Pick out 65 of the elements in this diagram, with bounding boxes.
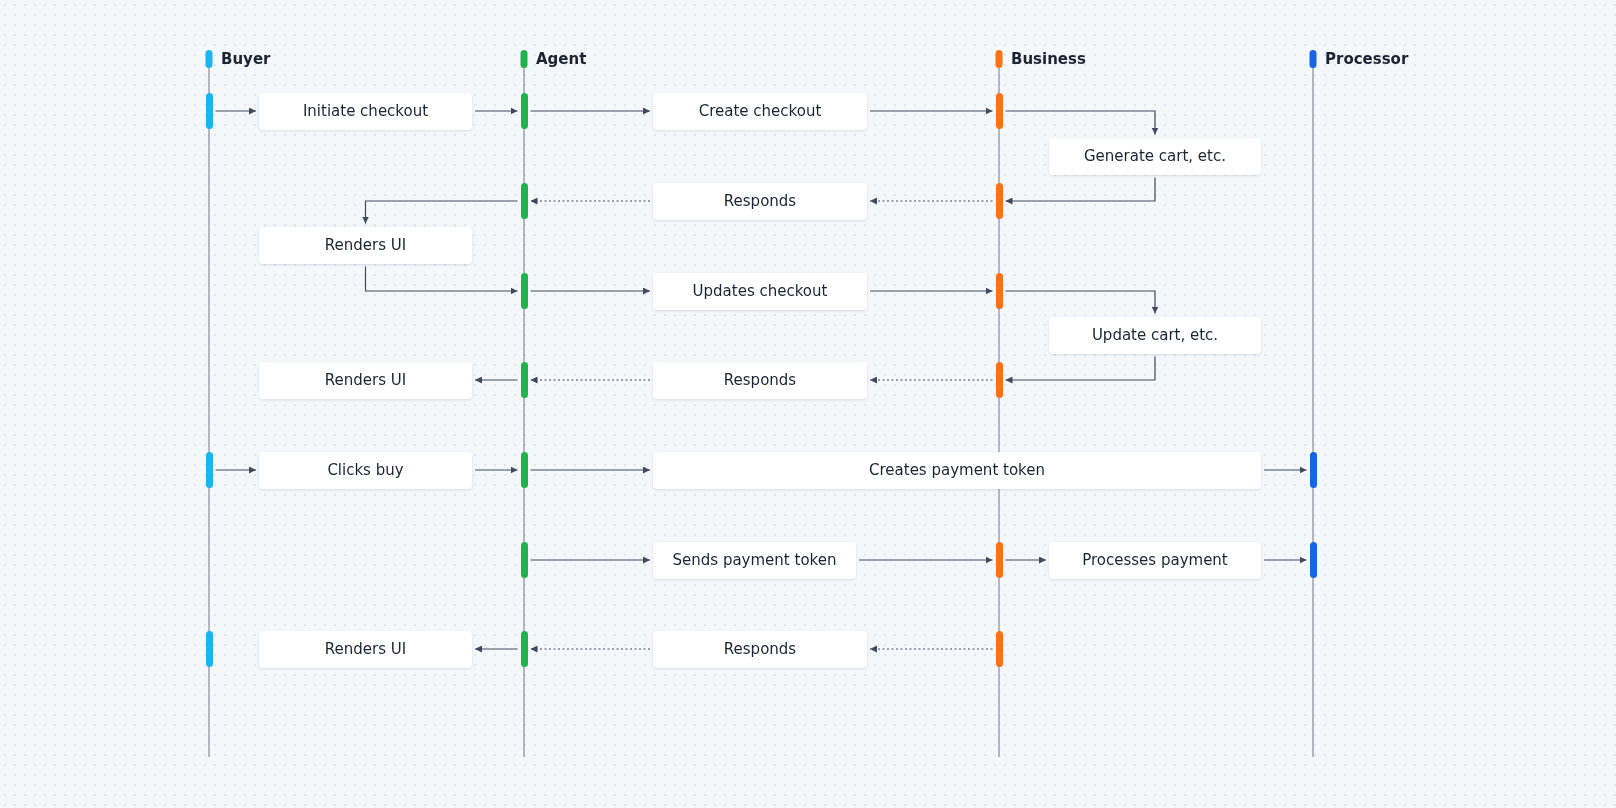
lifeline-label: Buyer (221, 49, 271, 69)
arrow (1004, 290, 1159, 315)
arrow (858, 556, 994, 564)
dashed-arrow (869, 197, 994, 205)
step-box: Create checkout (653, 92, 867, 130)
arrow (529, 466, 651, 474)
step-box: Responds (653, 361, 867, 399)
activation-bar (205, 93, 213, 129)
activation-bar (205, 631, 213, 667)
arrow (362, 200, 519, 225)
dashed-arrow (529, 645, 651, 653)
step-box: Initiate checkout (259, 92, 472, 130)
arrow (474, 645, 519, 653)
arrow (869, 107, 994, 115)
step-box: Renders UI (259, 630, 472, 668)
activation-bar (520, 183, 528, 219)
step-box: Update cart, etc. (1049, 316, 1261, 354)
arrow (214, 466, 257, 474)
activation-bar (520, 542, 528, 578)
arrow (1004, 556, 1047, 564)
arrow (1004, 176, 1156, 205)
lifeline-label: Business (1011, 49, 1086, 69)
arrow (474, 466, 519, 474)
arrow (1263, 466, 1308, 474)
activation-bar (995, 273, 1003, 309)
activation-bar (995, 542, 1003, 578)
step-box: Processes payment (1049, 541, 1261, 579)
activation-bar (1309, 452, 1317, 488)
step-box: Renders UI (259, 226, 472, 264)
arrow (474, 376, 519, 384)
dashed-arrow (869, 376, 994, 384)
activation-bar (995, 631, 1003, 667)
lifeline-label: Agent (536, 49, 587, 69)
arrow (529, 556, 651, 564)
activation-bar (995, 362, 1003, 398)
activation-bar (520, 273, 528, 309)
step-box: Creates payment token (653, 451, 1261, 489)
step-box: Clicks buy (259, 451, 472, 489)
arrow (529, 107, 651, 115)
step-box: Responds (653, 630, 867, 668)
activation-bar (520, 452, 528, 488)
activation-bar (995, 93, 1003, 129)
dashed-arrow (529, 376, 651, 384)
activation-bar (1309, 542, 1317, 578)
arrow (869, 287, 994, 295)
arrow (1004, 110, 1159, 136)
arrow (529, 287, 651, 295)
arrow (1004, 355, 1156, 384)
arrow (1263, 556, 1308, 564)
arrow (364, 265, 519, 295)
arrow (214, 107, 257, 115)
step-box: Renders UI (259, 361, 472, 399)
step-box: Sends payment token (653, 541, 856, 579)
dashed-arrow (869, 645, 994, 653)
step-box: Generate cart, etc. (1049, 137, 1261, 175)
lifeline-label: Processor (1325, 49, 1409, 69)
activation-bar (205, 452, 213, 488)
activation-bar (520, 631, 528, 667)
activation-bar (520, 93, 528, 129)
activation-bar (520, 362, 528, 398)
dashed-arrow (529, 197, 651, 205)
step-box: Updates checkout (653, 272, 867, 310)
arrow (474, 107, 519, 115)
step-box: Responds (653, 182, 867, 220)
activation-bar (995, 183, 1003, 219)
